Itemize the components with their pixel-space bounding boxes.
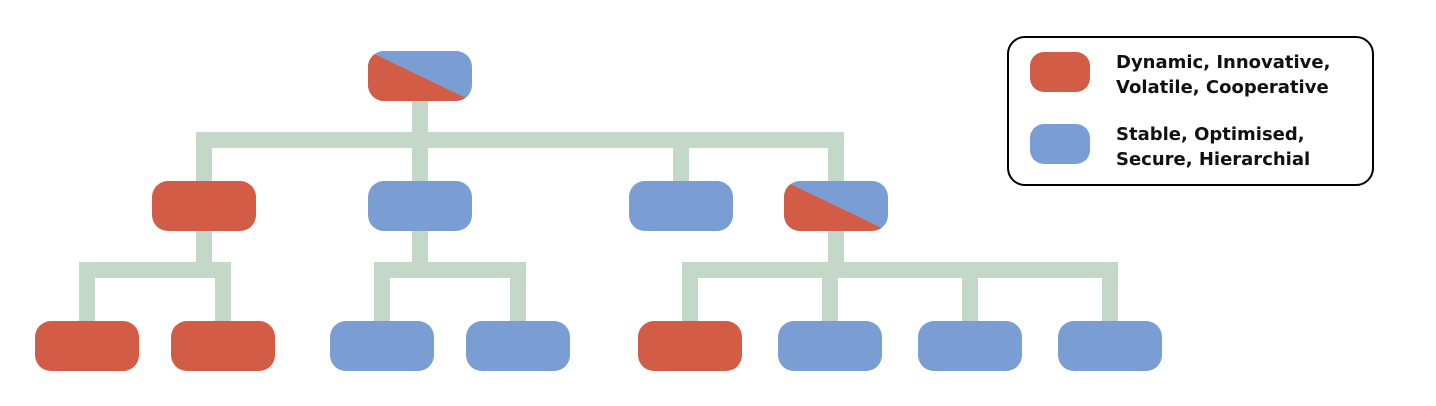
- node-blue: [466, 321, 570, 371]
- node-red: [35, 321, 139, 371]
- node-blue: [368, 181, 472, 231]
- node-red: [638, 321, 742, 371]
- node-split: [784, 181, 888, 231]
- node-blue: [778, 321, 882, 371]
- node-blue: [629, 181, 733, 231]
- legend-label-red: Dynamic, Innovative, Volatile, Cooperati…: [1116, 52, 1331, 98]
- connector-lines: [79, 101, 1118, 321]
- legend-swatch-blue: [1030, 124, 1090, 164]
- node-split: [368, 51, 472, 101]
- legend-label-blue: Stable, Optimised, Secure, Hierarchial: [1116, 124, 1311, 170]
- node-blue: [330, 321, 434, 371]
- node-red: [171, 321, 275, 371]
- node-group: [35, 51, 1162, 371]
- node-blue: [918, 321, 1022, 371]
- node-red: [152, 181, 256, 231]
- node-blue: [1058, 321, 1162, 371]
- legend: Dynamic, Innovative, Volatile, Cooperati…: [1007, 36, 1374, 186]
- legend-swatch-red: [1030, 52, 1090, 92]
